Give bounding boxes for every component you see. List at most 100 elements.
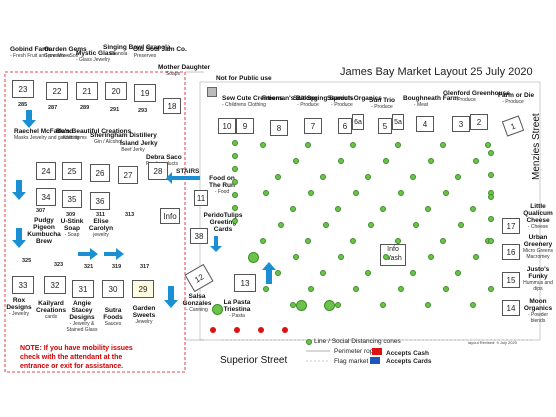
stall-34[interactable]: 34 — [36, 188, 56, 206]
vendor-sheringham: Sheringham Distillery Gin / Alcohol — [90, 132, 157, 145]
distancing-cone — [380, 206, 386, 212]
distancing-cone — [232, 153, 238, 159]
stall-6a[interactable]: 6a — [352, 114, 364, 130]
stall-9[interactable]: 9 — [236, 118, 254, 134]
tree-marker — [248, 252, 259, 263]
tree-marker — [296, 300, 307, 311]
stall-14[interactable]: 14 — [502, 300, 520, 316]
distancing-cone — [232, 205, 238, 211]
distancing-cone — [305, 238, 311, 244]
distancing-cone — [293, 158, 299, 164]
stall-23[interactable]: 23 — [12, 80, 34, 98]
vendor-island: Island Jerky Beef Jerky — [120, 140, 158, 153]
stall-31[interactable]: 31 — [72, 280, 94, 298]
legend-cones: Line / Social Distancing cones — [314, 338, 401, 345]
stall-7[interactable]: 7 — [304, 118, 322, 134]
legend-flag: Flag market — [334, 358, 369, 365]
stall-19[interactable]: 19 — [134, 84, 156, 102]
legend-cards: Accepts Cards — [386, 358, 432, 365]
flag-dot — [210, 327, 216, 333]
distancing-cone — [275, 174, 281, 180]
distancing-cone — [443, 286, 449, 292]
tree-marker — [324, 300, 335, 311]
stall-17[interactable]: 17 — [502, 218, 520, 234]
stall-15[interactable]: 15 — [502, 272, 520, 288]
distancing-cone — [410, 270, 416, 276]
distancing-cone — [275, 270, 281, 276]
vendor-sutra: Sutra Foods Sauces — [103, 307, 123, 327]
legend-cash: Accepts Cash — [386, 350, 429, 357]
arrow-up — [262, 262, 276, 284]
distancing-cone — [488, 238, 494, 244]
distancing-cone — [410, 174, 416, 180]
vendor-saanich: Saanich Organics - Produce — [327, 95, 382, 108]
address-325: 325 — [22, 258, 32, 264]
address-323: 323 — [54, 262, 64, 268]
stall-33[interactable]: 33 — [12, 276, 34, 294]
flag-dot — [282, 327, 288, 333]
stall-22[interactable]: 22 — [46, 82, 68, 100]
vendor-mystic: Mystic Glass - Glass Jewelry — [76, 50, 116, 63]
not-public-marker — [207, 87, 217, 97]
distancing-cone — [473, 158, 479, 164]
stall-29[interactable]: 29 — [132, 280, 154, 298]
stall-4[interactable]: 4 — [416, 116, 434, 132]
address-287: 287 — [48, 105, 58, 111]
legend-perimeter: Perimeter rope — [334, 348, 377, 355]
stall-28[interactable]: 28 — [148, 162, 168, 180]
legend-revised: layout Revised: 9 July 2020 — [468, 340, 517, 345]
distancing-cone — [323, 222, 329, 228]
stall-5[interactable]: 5 — [378, 118, 392, 134]
distancing-cone — [368, 222, 374, 228]
distancing-cone — [365, 174, 371, 180]
stall-30[interactable]: 30 — [102, 280, 124, 298]
stall-18[interactable]: 18 — [163, 98, 181, 114]
stall-16[interactable]: 16 — [502, 244, 520, 260]
stall-38[interactable]: 38 — [190, 228, 208, 244]
distancing-cone — [473, 254, 479, 260]
arrow-down — [22, 110, 36, 128]
vendor-glenford: Glenford Greenhouse - Produce — [443, 90, 510, 103]
stall-36[interactable]: 36 — [90, 192, 110, 210]
distancing-cone — [488, 194, 494, 200]
stall-25[interactable]: 25 — [62, 162, 82, 180]
address-291: 291 — [110, 107, 120, 113]
stall-27[interactable]: 27 — [118, 166, 138, 184]
distancing-cone — [395, 238, 401, 244]
distancing-cone — [428, 254, 434, 260]
stall-26[interactable]: 26 — [90, 164, 110, 182]
stall-2[interactable]: 2 — [470, 114, 488, 130]
distancing-cone — [428, 158, 434, 164]
distancing-cone — [350, 238, 356, 244]
stall-13[interactable]: 13 — [234, 274, 256, 292]
stall-20[interactable]: 20 — [105, 82, 127, 100]
stall-21[interactable]: 21 — [76, 82, 98, 100]
stall-32[interactable]: 32 — [44, 276, 66, 294]
distancing-cone — [440, 142, 446, 148]
stall-3[interactable]: 3 — [452, 116, 470, 132]
stall-8[interactable]: 8 — [270, 120, 288, 136]
info-booth-left[interactable]: Info — [160, 208, 180, 224]
mobility-note: NOTE: If you have mobility issues check … — [20, 345, 133, 370]
stall-24[interactable]: 24 — [36, 162, 56, 180]
stall-35[interactable]: 35 — [62, 190, 82, 208]
vendor-moon: Moon Organics - Powder blends — [523, 298, 553, 324]
distancing-cone — [338, 158, 344, 164]
distancing-cone — [440, 238, 446, 244]
vendor-sewcute: Sew Cute Creations - Childrens Clothing — [222, 95, 284, 108]
distancing-cone — [308, 190, 314, 196]
distancing-cone — [232, 166, 238, 172]
stall-6[interactable]: 6 — [338, 118, 352, 134]
distancing-cone — [353, 190, 359, 196]
info-wash-station[interactable]: Info Wash — [380, 244, 406, 266]
distancing-cone — [305, 142, 311, 148]
vendor-justos: Justo's Funky Hummus and dips — [523, 266, 553, 292]
arrow-down — [12, 228, 26, 248]
vendor-mother: Mother Daughter Soaps — [158, 64, 210, 77]
stall-11[interactable]: 11 — [194, 190, 208, 206]
stall-5a[interactable]: 5a — [392, 114, 404, 130]
stall-10[interactable]: 10 — [218, 118, 236, 134]
vendor-boughneath: Boughneath Farm - Meat — [403, 95, 459, 108]
address-321: 321 — [84, 264, 94, 270]
